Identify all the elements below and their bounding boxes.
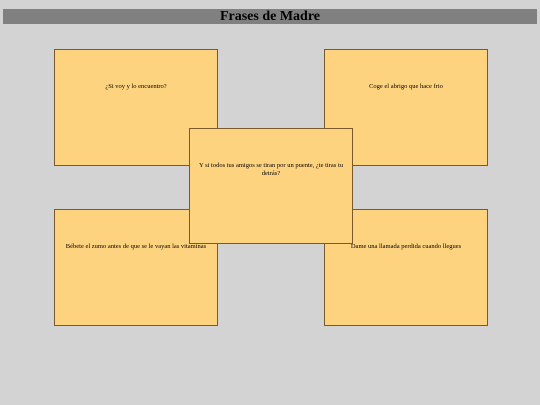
note-text: ¿Si voy y lo encuentro? bbox=[105, 83, 167, 90]
note-text: Dame una llamada perdida cuando llegues bbox=[350, 243, 462, 250]
note-text: Coge el abrigo que hace frio bbox=[369, 83, 443, 90]
note-card[interactable]: Y si todos tus amigos se tiran por un pu… bbox=[189, 128, 353, 244]
note-text: Bébete el zumo antes de que se le vayan … bbox=[65, 243, 207, 250]
note-card[interactable]: Dame una llamada perdida cuando llegues bbox=[324, 209, 488, 326]
note-card[interactable]: ¿Si voy y lo encuentro? bbox=[54, 49, 218, 166]
page-title: Frases de Madre bbox=[3, 9, 537, 24]
note-text: Y si todos tus amigos se tiran por un pu… bbox=[199, 162, 343, 177]
